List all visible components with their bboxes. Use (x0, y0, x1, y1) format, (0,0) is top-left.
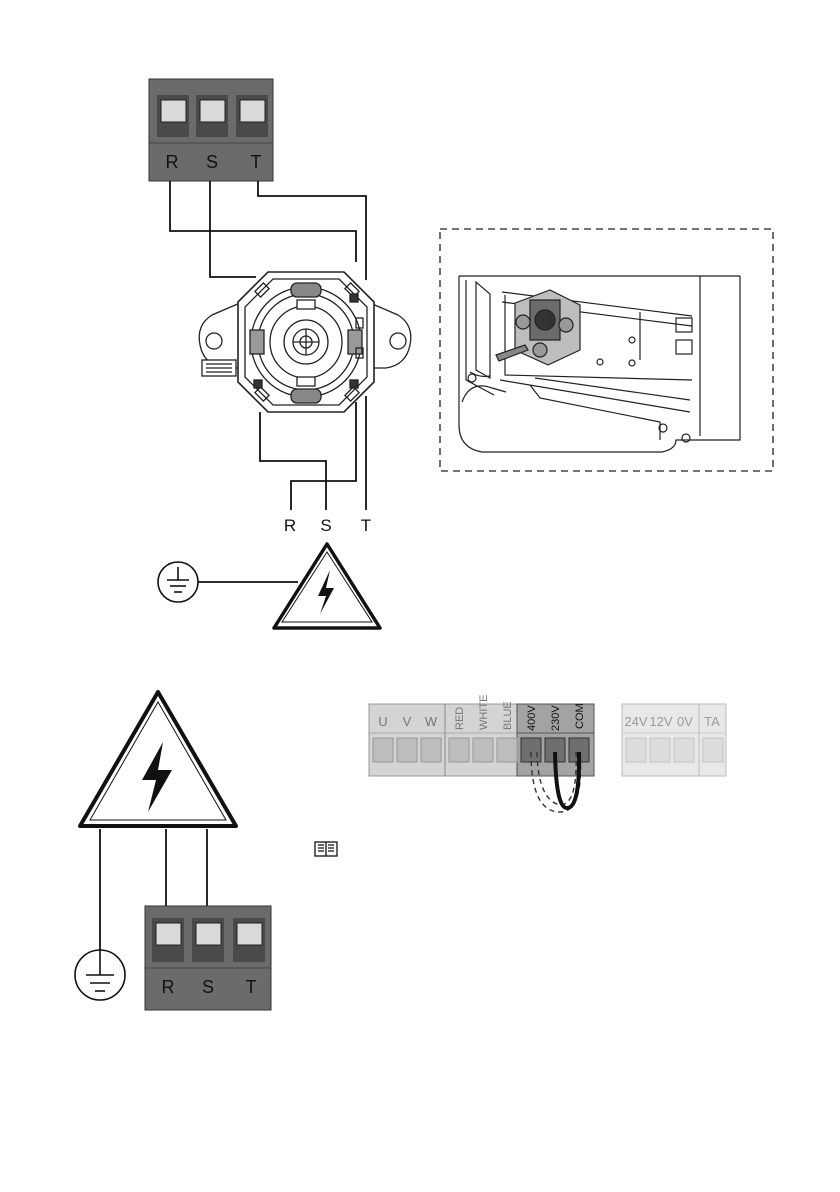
motor (199, 272, 411, 412)
control-box-illustration (459, 276, 740, 452)
ground-icon-bottom (75, 950, 125, 1000)
board-label-blue: BLUE (502, 701, 514, 730)
top-terminal-label-r: R (166, 152, 179, 172)
motor-wires (260, 396, 366, 510)
motor-phase-label-t: T (361, 516, 371, 535)
motor-phase-label-r: R (284, 516, 296, 535)
board-label-com: COM (574, 703, 586, 729)
manual-book-icon (315, 842, 337, 856)
top-terminal-label-s: S (206, 152, 218, 172)
board-label-ta: TA (704, 714, 720, 729)
motor-phase-label-s: S (320, 516, 331, 535)
high-voltage-warning-icon-large (80, 692, 236, 826)
top-wires (170, 181, 366, 280)
board-label-u: U (378, 714, 387, 729)
board-label-white: WHITE (478, 695, 490, 730)
board-label-230v: 230V (550, 705, 562, 731)
board-label-w: W (425, 714, 438, 729)
board-label-400v: 400V (526, 705, 538, 731)
board-label-red: RED (454, 707, 466, 730)
capacitor-connector-illustration (496, 290, 580, 365)
board-label-24v: 24V (624, 714, 647, 729)
bottom-terminal-label-s: S (202, 977, 214, 997)
bottom-terminal-label-r: R (162, 977, 175, 997)
board-label-0v: 0V (677, 714, 693, 729)
bottom-terminal-block: R S T (145, 906, 271, 1010)
bottom-terminal-label-t: T (246, 977, 257, 997)
control-board-terminal-strip: U V W RED WHITE BLUE 400V 230V COM 24V 1… (369, 695, 726, 776)
high-voltage-warning-icon (274, 544, 380, 628)
top-terminal-block: R S T (149, 79, 273, 181)
board-label-v: V (403, 714, 412, 729)
top-terminal-label-t: T (251, 152, 262, 172)
board-label-12v: 12V (649, 714, 672, 729)
ground-icon (158, 562, 198, 602)
